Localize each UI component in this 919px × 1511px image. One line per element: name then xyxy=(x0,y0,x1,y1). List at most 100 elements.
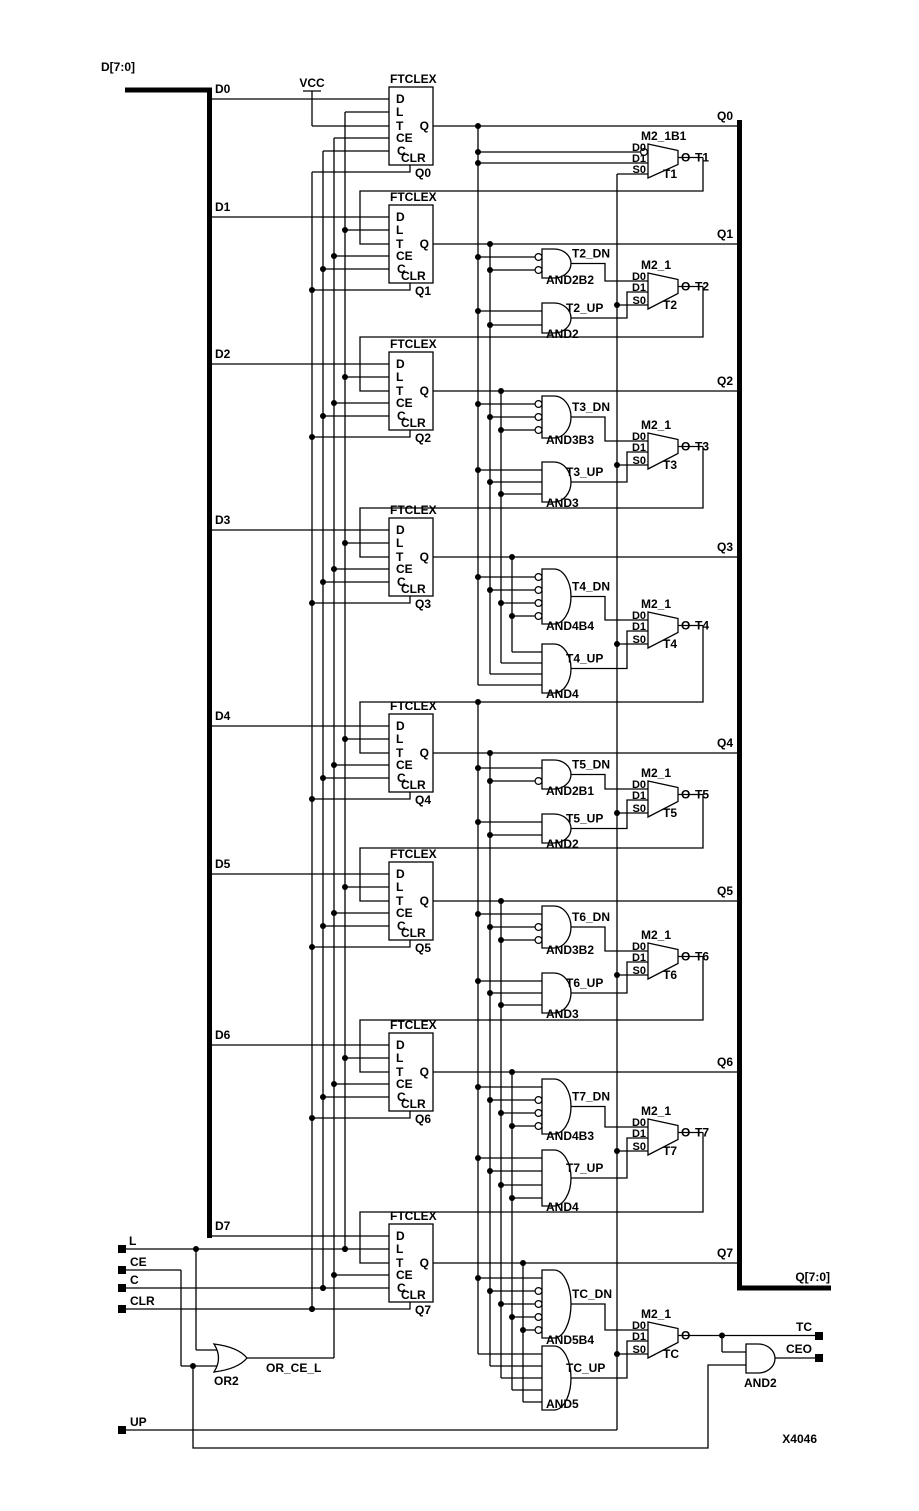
junction-dot xyxy=(487,241,493,247)
mux-type-label: M2_1 xyxy=(641,928,671,942)
and-up-gate xyxy=(541,1345,572,1411)
ff-type-label: FTCLEX xyxy=(390,847,437,861)
dn-net-label: T4_DN xyxy=(572,580,610,594)
ce-input-label: CE xyxy=(130,1255,147,1269)
ff-pin-l: L xyxy=(396,223,403,237)
inverter-bubble xyxy=(534,1325,543,1334)
junction-dot xyxy=(331,910,337,916)
mux-pin-d0: D0 xyxy=(632,431,646,443)
mux-pin-s0: S0 xyxy=(633,965,646,977)
q-net-label: Q4 xyxy=(717,736,733,750)
mux-pin-out: O xyxy=(681,950,690,964)
up-gate-label: AND2 xyxy=(546,837,579,851)
ff-instance-label: Q2 xyxy=(415,431,431,445)
ff-pin-ce: CE xyxy=(396,1077,413,1091)
inverter-bubble xyxy=(534,611,543,620)
ff-pin-clr: CLR xyxy=(401,582,426,596)
and-up-gate xyxy=(541,972,572,1014)
ceo-and2-gate xyxy=(745,1343,776,1374)
mux-pin-d1: D1 xyxy=(632,1331,646,1343)
ff-type-label: FTCLEX xyxy=(390,337,437,351)
ff-instance-label: Q1 xyxy=(415,284,431,298)
mux-net-label: T2 xyxy=(695,280,709,294)
ff-pin-d: D xyxy=(396,523,405,537)
d-tap-label: D2 xyxy=(215,347,231,361)
ff-pin-t: T xyxy=(396,119,404,133)
inverter-bubble xyxy=(534,922,543,931)
clr-pin-wire xyxy=(312,430,411,438)
inverter-bubble xyxy=(534,266,543,275)
mux-instance-label: T1 xyxy=(663,167,677,181)
d-tap-label: D0 xyxy=(215,82,231,96)
d-tap-label: D5 xyxy=(215,857,231,871)
ff-pin-d: D xyxy=(396,92,405,106)
clr-pin-wire xyxy=(312,940,411,948)
clr-pin-wire xyxy=(312,283,411,291)
mux-net-label: T3 xyxy=(695,440,709,454)
junction-dot xyxy=(475,1084,481,1090)
junction-dot xyxy=(498,937,504,943)
ff-pin-clr: CLR xyxy=(401,778,426,792)
and-dn-gate xyxy=(541,905,572,949)
and-dn-gate xyxy=(541,568,572,625)
junction-dot xyxy=(487,924,493,930)
up-net-label: T3_UP xyxy=(566,465,603,479)
junction-dot xyxy=(309,944,315,950)
ftclex-box xyxy=(388,351,434,431)
mux-pin-s0: S0 xyxy=(633,164,646,176)
dn-gate-label: AND2B2 xyxy=(546,273,594,287)
ff-pin-d: D xyxy=(396,1229,405,1243)
junction-dot xyxy=(614,462,620,468)
ftclex-box xyxy=(388,517,434,597)
junction-dot xyxy=(509,554,515,560)
junction-dot xyxy=(520,1327,526,1333)
ff-instance-label: Q6 xyxy=(415,1112,431,1126)
mux-instance-label: T7 xyxy=(663,1144,677,1158)
tc-output-label: TC xyxy=(796,1320,812,1334)
ff-pin-q: Q xyxy=(420,237,429,251)
up-gate-label: AND4 xyxy=(546,1200,579,1214)
junction-dot xyxy=(487,587,493,593)
dn-gate-label: AND4B3 xyxy=(546,1129,594,1143)
mux-net-label: T5 xyxy=(695,788,709,802)
dn-gate-label: AND3B3 xyxy=(546,433,594,447)
ff-pin-l: L xyxy=(396,1051,403,1065)
inverter-bubble xyxy=(534,598,543,607)
mux-type-label: M2_1 xyxy=(641,766,671,780)
q-net-label: Q0 xyxy=(717,109,733,123)
q-net-label: Q3 xyxy=(717,540,733,554)
c-input-pad xyxy=(118,1284,126,1292)
ff-pin-clr: CLR xyxy=(401,416,426,430)
ff-pin-t: T xyxy=(396,1065,404,1079)
or2-gate xyxy=(212,1343,248,1373)
mux-instance-label: TC xyxy=(663,1347,679,1361)
ftclex-box xyxy=(388,1223,434,1303)
mux-pin-out: O xyxy=(681,788,690,802)
junction-dot xyxy=(509,1314,515,1320)
and-up-gate xyxy=(541,461,572,503)
and-dn-gate xyxy=(541,1269,572,1339)
mux-type-label: M2_1 xyxy=(641,418,671,432)
junction-dot xyxy=(475,401,481,407)
up-gate-label: AND4 xyxy=(546,687,579,701)
ff-instance-label: Q3 xyxy=(415,597,431,611)
up-out-wire xyxy=(571,451,648,483)
up-out-wire xyxy=(571,1340,648,1379)
t-feedback-wire xyxy=(359,625,704,754)
ff-pin-q: Q xyxy=(420,119,429,133)
t-feedback-wire xyxy=(359,446,704,558)
junction-dot xyxy=(342,374,348,380)
q-bus-label: Q[7:0] xyxy=(795,1270,830,1284)
junction-dot xyxy=(475,123,481,129)
inverter-bubble xyxy=(534,1095,543,1104)
inverter-bubble xyxy=(534,935,543,944)
l-input-label: L xyxy=(129,1234,136,1248)
inverter-bubble xyxy=(534,426,543,435)
dn-out-wire xyxy=(571,262,648,282)
junction-dot xyxy=(487,990,493,996)
junction-dot xyxy=(614,972,620,978)
ff-instance-label: Q7 xyxy=(415,1303,431,1317)
dn-out-wire xyxy=(571,773,648,790)
